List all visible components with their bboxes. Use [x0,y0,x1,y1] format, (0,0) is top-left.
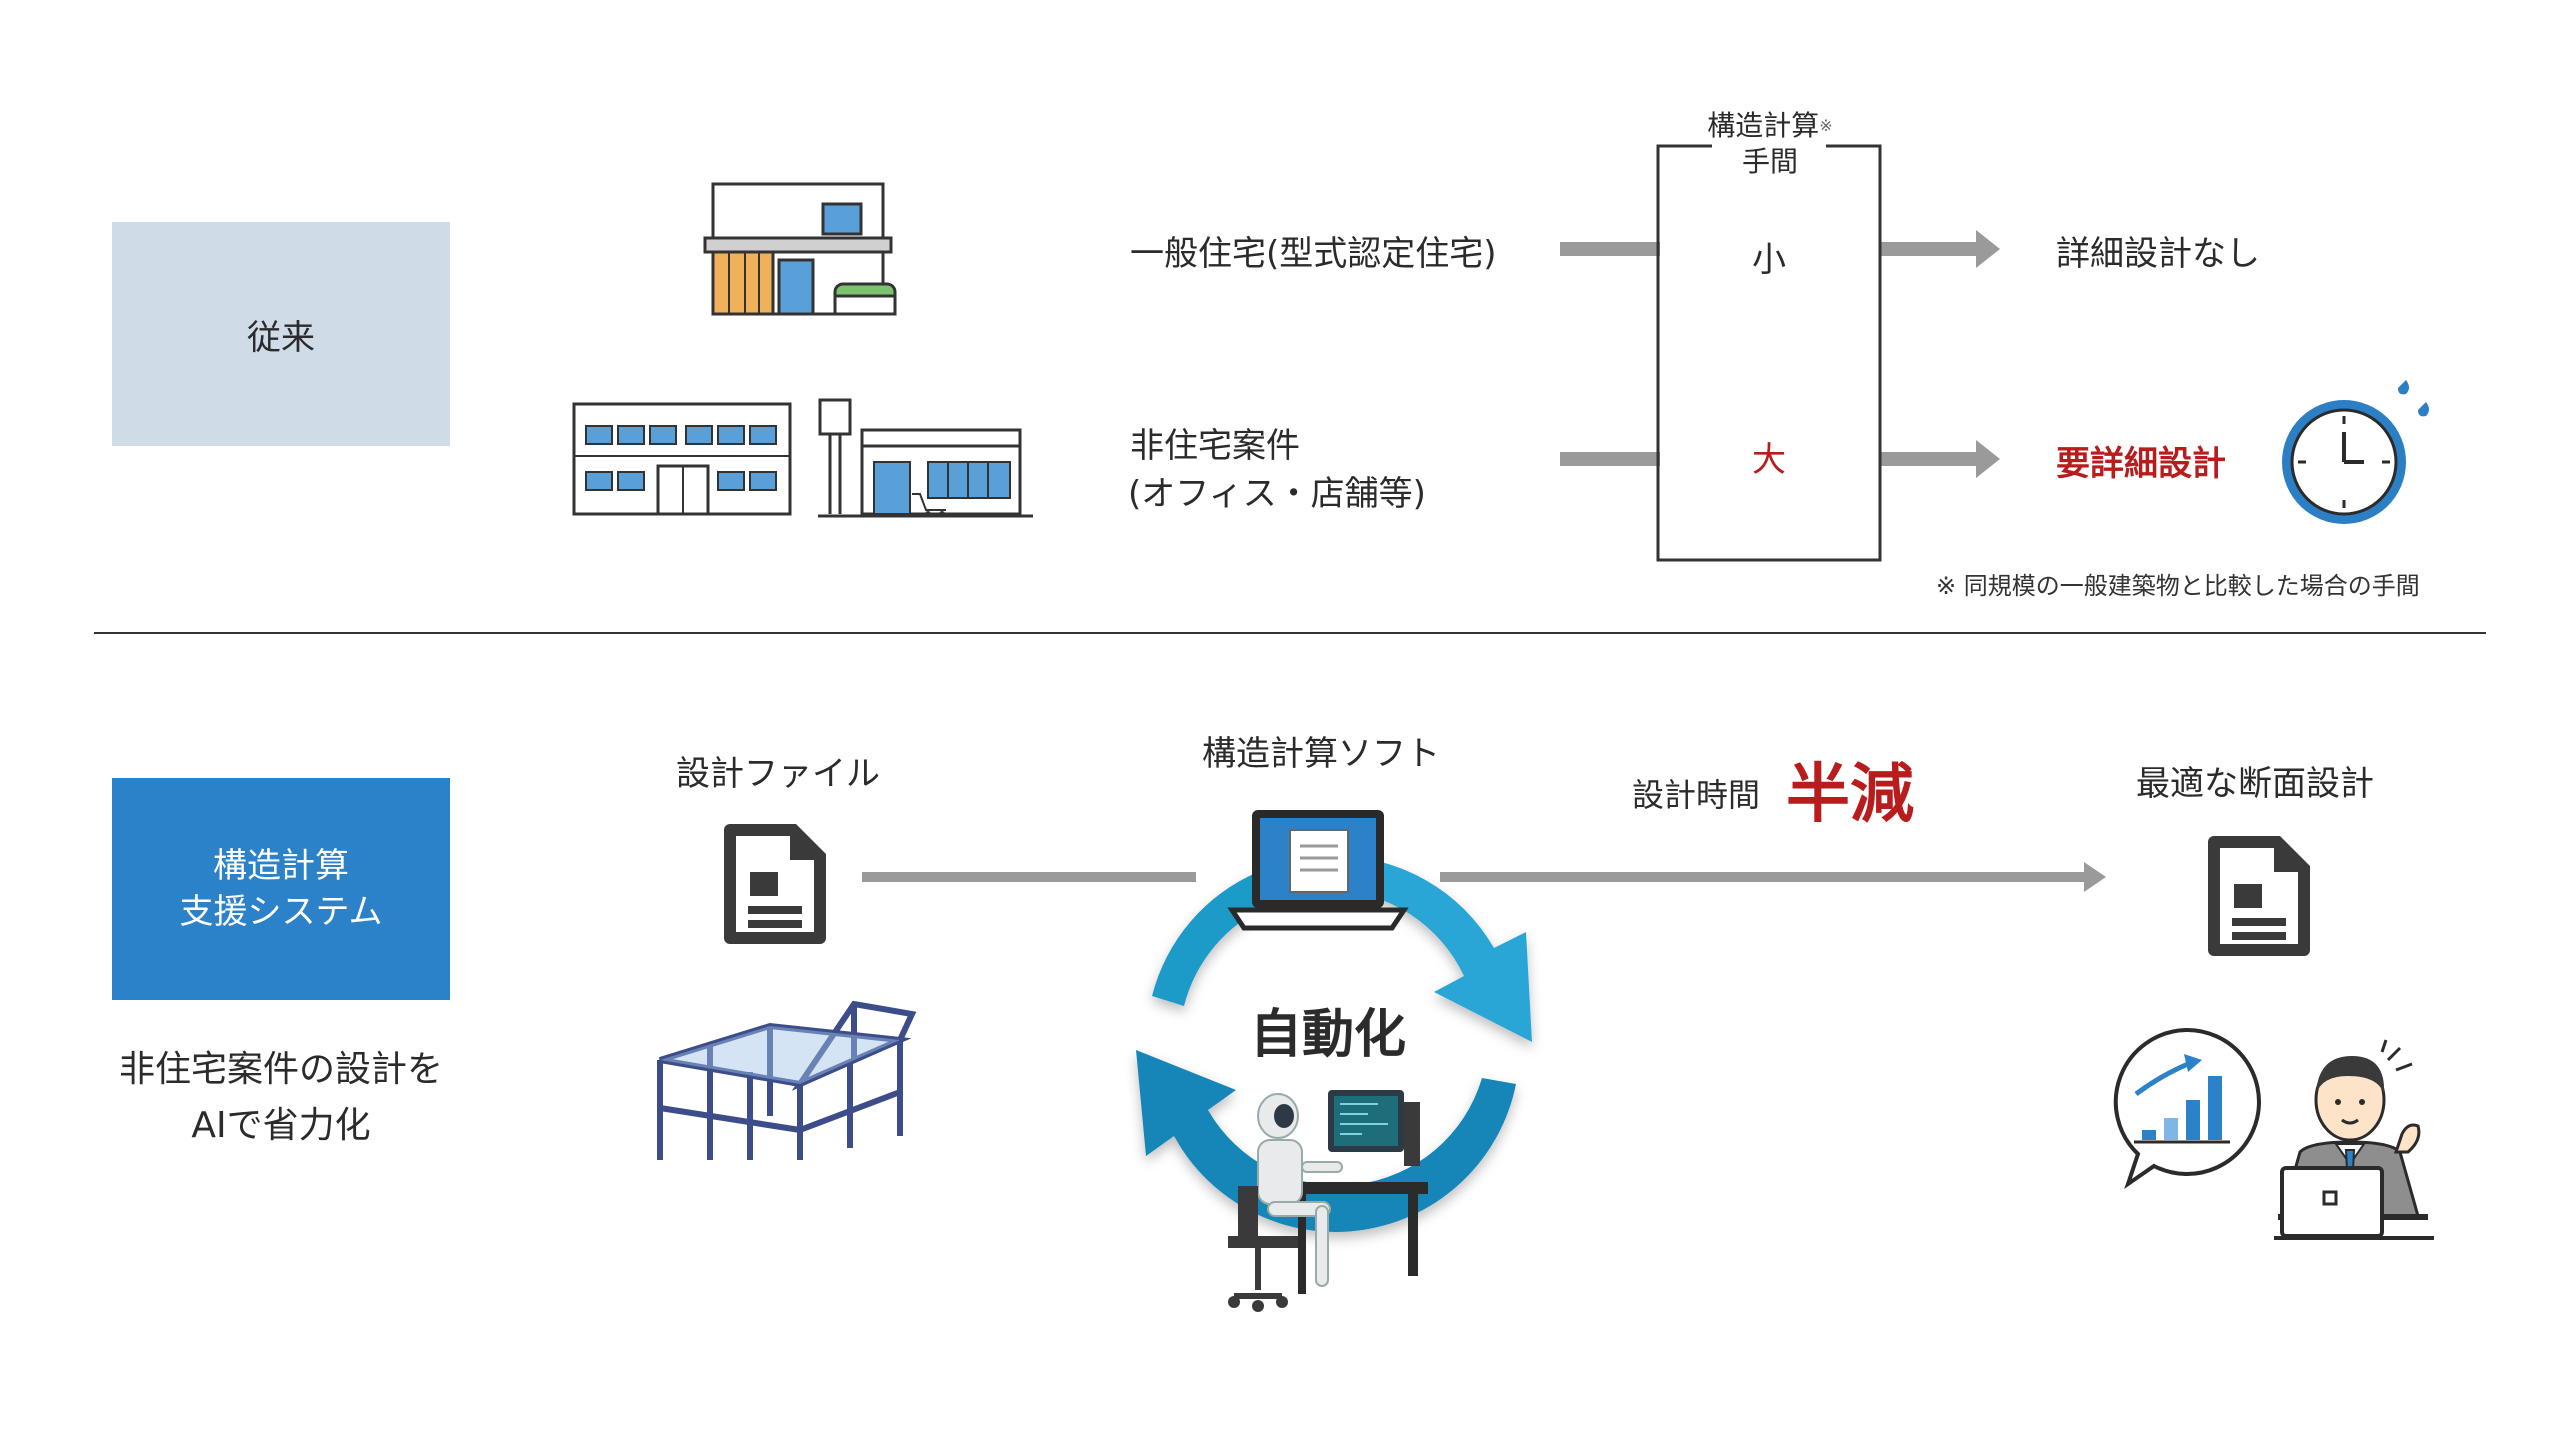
connector-line [1560,452,1660,466]
businessman-icon [2274,1039,2434,1240]
system-description: 非住宅案件の設計を AIで省力化 [118,1049,443,1146]
arrow-right-icon [1440,862,2106,892]
connector-line [862,872,1196,882]
clock-icon [2282,380,2429,524]
design-time-label: 設計時間 [1632,776,1761,814]
house-icon [703,182,897,316]
document-icon [724,824,826,944]
footnote-mark: ※ [1819,116,1833,135]
steel-frame-icon [657,1000,917,1160]
document-icon [2208,836,2310,956]
laptop-icon [1227,810,1409,931]
effort-large-text: 大 [1752,440,1786,480]
effort-small-text: 小 [1752,240,1786,280]
automation-label: 自動化 [1250,1005,1407,1065]
store-icon [818,398,1033,518]
arrow-right-icon [1880,440,2000,478]
general-housing-text: 一般住宅(型式認定住宅) [1130,234,1497,274]
non-residential-sub-text: (オフィス・店舗等) [1128,474,1426,514]
halved-text: 半減 [1786,758,1914,832]
detailed-design-required-text: 要詳細設計 [2056,444,2226,484]
robot-icon [1228,1090,1428,1312]
effort-box-header: 構造計算※ 手間 [1707,109,1833,178]
section-divider [94,632,2486,634]
connector-line [1560,242,1660,256]
chart-bubble-icon [2113,1027,2261,1190]
conventional-label: 従来 [247,317,315,358]
optimal-section-label: 最適な断面設計 [2136,764,2374,804]
arrow-right-icon [1880,230,2000,268]
non-residential-text: 非住宅案件 [1130,426,1300,466]
support-system-label-line1: 構造計算 [213,846,349,886]
support-system-label-box: 構造計算 支援システム [112,778,450,1000]
conventional-label-box: 従来 [112,222,450,446]
effort-box-frame [1656,144,1882,562]
footnote-text: ※ 同規模の一般建築物と比較した場合の手間 [1936,572,2420,600]
support-system-label-line2: 支援システム [179,892,383,932]
office-building-icon [572,402,792,516]
structural-software-label: 構造計算ソフト [1202,734,1440,774]
no-detailed-design-text: 詳細設計なし [2056,234,2260,274]
design-file-label: 設計ファイル [676,754,880,794]
